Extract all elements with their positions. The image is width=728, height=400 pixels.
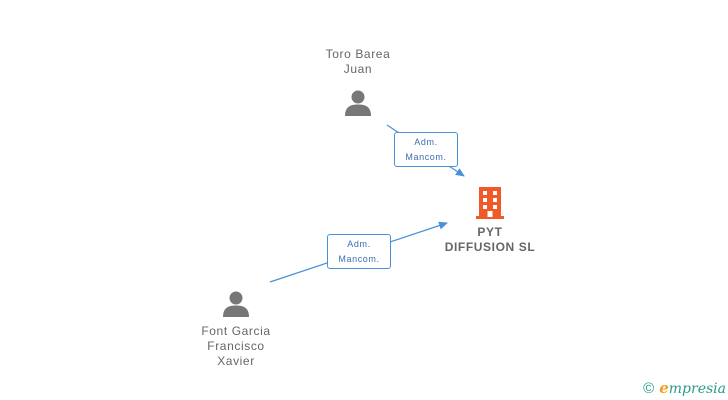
brand-first-letter: e: [659, 379, 669, 397]
role-label-edge1: Adm. Mancom.: [394, 132, 458, 167]
role-label-edge2: Adm. Mancom.: [327, 234, 391, 269]
person-name-line3: Xavier: [217, 354, 255, 368]
role-line1: Adm.: [347, 239, 371, 249]
building-icon: [476, 187, 504, 219]
empresia-logo: empresia: [659, 379, 726, 397]
role-line1: Adm.: [414, 137, 438, 147]
person-name-line2: Francisco: [207, 339, 265, 353]
person-name-line1: Toro Barea: [325, 47, 391, 61]
company-name-line1: PYT: [477, 225, 503, 239]
person-name-line2: Juan: [343, 62, 373, 76]
empresia-brand: © empresia: [643, 379, 726, 397]
role-line2: Mancom.: [405, 152, 447, 162]
person-name-line1: Font Garcia: [201, 324, 271, 338]
copyright-symbol: ©: [643, 379, 655, 397]
brand-rest: mpresia: [668, 381, 726, 397]
person-node-font-garcia[interactable]: Font Garcia Francisco Xavier: [186, 290, 286, 369]
company-name-line2: DIFFUSION SL: [444, 240, 536, 254]
person-icon: [223, 291, 249, 317]
company-node-pyt-diffusion[interactable]: PYT DIFFUSION SL: [430, 186, 550, 255]
person-node-toro-barea[interactable]: Toro Barea Juan: [308, 47, 408, 117]
person-icon: [345, 90, 371, 116]
role-line2: Mancom.: [338, 254, 380, 264]
